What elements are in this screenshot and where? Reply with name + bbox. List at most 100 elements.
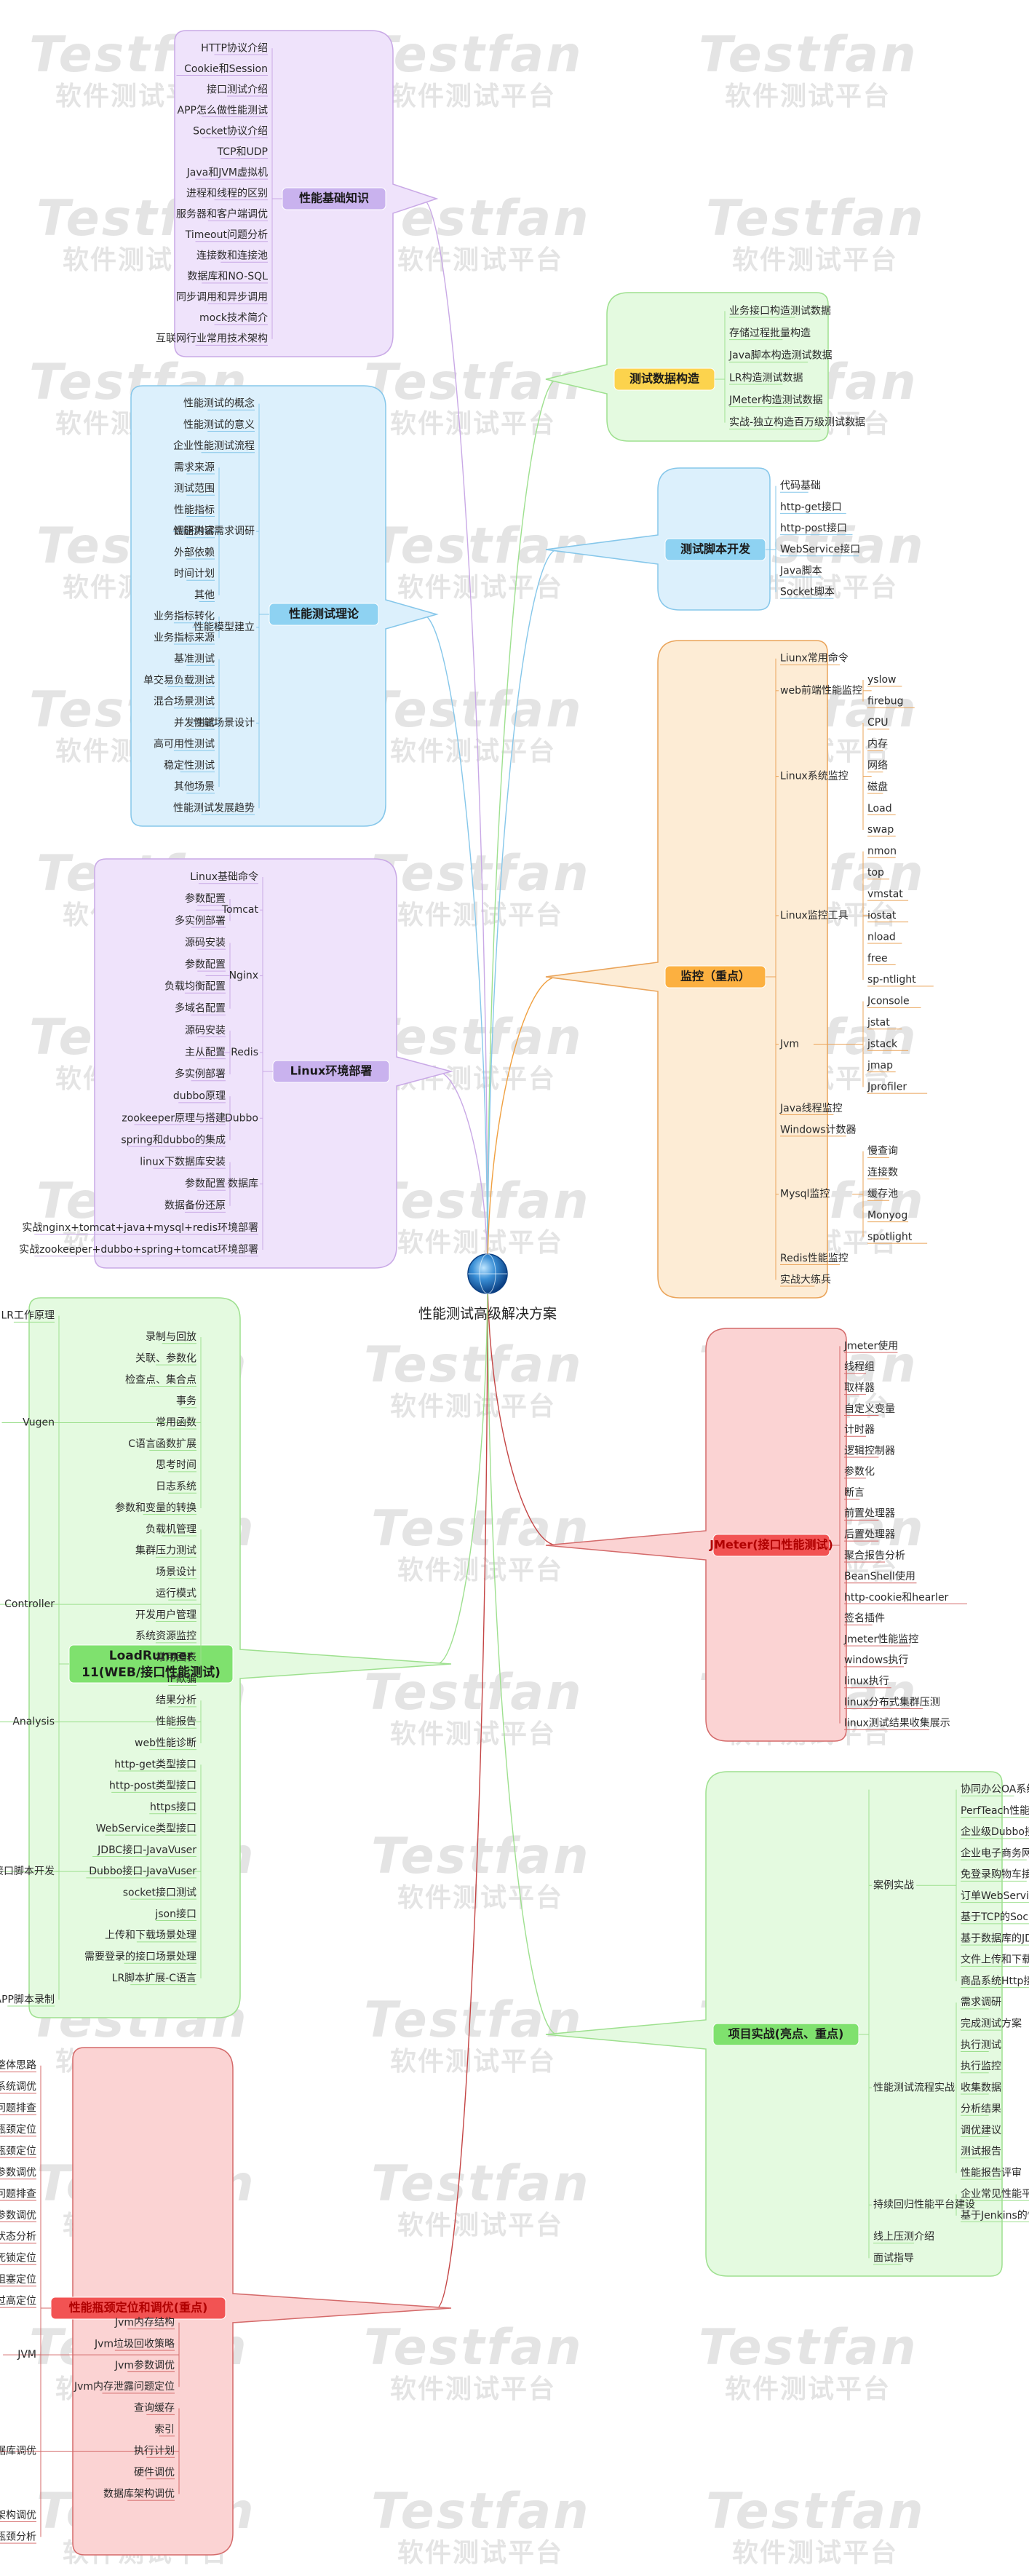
topic-item[interactable]: 时间计划 [174, 568, 215, 580]
topic-item[interactable]: Jmeter使用 [843, 1339, 898, 1352]
topic-item[interactable]: 需要登录的接口场景处理 [84, 1951, 196, 1963]
topic-item[interactable]: 接口测试介绍 [207, 83, 268, 95]
topic-item[interactable]: 常用图表 [156, 1652, 196, 1664]
topic-item[interactable]: Java线程死锁定位 [0, 2253, 36, 2264]
topic-item[interactable]: 慢查询 [867, 1145, 898, 1157]
topic-item[interactable]: 应用程序架构调优 [0, 2509, 36, 2521]
topic-item[interactable]: 后置处理器 [844, 1529, 895, 1541]
topic-item[interactable]: windows执行 [844, 1654, 908, 1666]
topic-item[interactable]: sp-ntlight [867, 974, 916, 986]
branch-title[interactable]: 性能测试理论 [289, 607, 359, 621]
topic-item[interactable]: 混合场景测试 [154, 696, 215, 708]
topic-item[interactable]: Redis性能监控 [780, 1253, 849, 1264]
topic-item[interactable]: 事务 [176, 1395, 196, 1407]
topic-item[interactable]: 多域名配置 [175, 1002, 226, 1015]
topic-item[interactable]: 执行计划 [134, 2446, 175, 2457]
topic-group-label[interactable]: 案例实战 [873, 1879, 914, 1891]
topic-item[interactable]: linux下数据库安装 [140, 1157, 226, 1168]
topic-item[interactable]: 需求来源 [174, 461, 215, 473]
topic-item[interactable]: 协同办公OA系统 [961, 1784, 1029, 1796]
topic-item[interactable]: firebug [867, 696, 904, 708]
topic-item[interactable]: 分析结果 [961, 2104, 1001, 2115]
topic-item[interactable]: Monyog [867, 1210, 907, 1221]
branch-title[interactable]: JMeter(接口性能测试) [709, 1538, 833, 1552]
topic-item[interactable]: yslow [867, 674, 896, 686]
topic-item[interactable]: Linux下CPU过高定位 [0, 2295, 36, 2307]
topic-item[interactable]: 计时器 [844, 1424, 875, 1436]
topic-item[interactable]: free [867, 953, 888, 964]
topic-item[interactable]: 自定义变量 [844, 1403, 895, 1415]
topic-item[interactable]: 场景设计 [156, 1566, 196, 1578]
topic-group-label[interactable]: 性能测试流程实战 [873, 2082, 955, 2093]
topic-item[interactable]: 基于Jenkins的性能回归平台搭建 [961, 2209, 1029, 2222]
topic-item[interactable]: 常用函数 [156, 1417, 196, 1429]
topic-group-label[interactable]: JVM [17, 2349, 36, 2361]
topic-item[interactable]: 基准测试 [174, 653, 215, 665]
topic-item[interactable]: iostat [867, 910, 897, 922]
topic-item[interactable]: 数据库和NO-SQL [187, 271, 268, 282]
topic-item[interactable]: JDBC接口-JavaVuser [97, 1844, 196, 1856]
topic-item[interactable]: Linux基础命令 [190, 871, 258, 883]
topic-item[interactable]: 代码基础 [780, 480, 821, 492]
topic-item[interactable]: 运行模式 [156, 1588, 196, 1599]
topic-item[interactable]: Linux操作系统调优 [0, 2081, 36, 2093]
topic-item[interactable]: 外部依赖 [174, 547, 215, 558]
topic-item[interactable]: 同步调用和异步调用 [176, 292, 268, 304]
topic-item[interactable]: 关联、参数化 [135, 1352, 196, 1364]
topic-item[interactable]: 性能报告评审 [961, 2167, 1022, 2179]
topic-item[interactable]: Jprofiler [867, 1081, 907, 1093]
topic-item[interactable]: 进程和线程的区别 [186, 188, 268, 199]
topic-item[interactable]: 企业电子商务网站系统 [961, 1847, 1029, 1859]
topic-item[interactable]: 面试指导 [873, 2252, 914, 2264]
branch-title[interactable]: 性能瓶颈定位和调优(重点) [69, 2301, 208, 2315]
topic-item[interactable]: PerfTeach性能项目(约15个接口实战) [961, 1804, 1029, 1817]
topic-item[interactable]: 调优建议 [961, 2125, 1001, 2136]
topic-item[interactable]: http-cookie和hearler [844, 1592, 949, 1604]
topic-item[interactable]: spring和dubbo的集成 [121, 1133, 226, 1146]
topic-item[interactable]: linux测试结果收集展示 [844, 1717, 950, 1729]
topic-item[interactable]: LR工作原理 [1, 1310, 55, 1322]
topic-item[interactable]: 连接数和连接池 [196, 250, 268, 262]
topic-item[interactable]: CPU [867, 717, 888, 729]
topic-item[interactable]: spotlight [867, 1231, 913, 1243]
topic-group-label[interactable]: 性能场景设计 [194, 717, 255, 729]
topic-item[interactable]: 实战-独立构造百万级测试数据 [729, 417, 865, 429]
topic-item[interactable]: 查询缓存 [134, 2403, 175, 2414]
topic-item[interactable]: Java线程状态分析 [0, 2231, 36, 2243]
topic-item[interactable]: Java脚本构造测试数据 [728, 350, 833, 362]
branch-title[interactable]: 11(WEB/接口性能测试) [82, 1665, 220, 1680]
topic-item[interactable]: 高可用性测试 [154, 738, 215, 750]
topic-item[interactable]: 日志系统 [156, 1481, 196, 1493]
branch-title[interactable]: 性能基础知识 [299, 191, 369, 205]
topic-item[interactable]: Dubbo接口-JavaVuser [89, 1865, 196, 1877]
topic-item[interactable]: 实战nginx+tomcat+java+mysql+redis环境部署 [22, 1222, 258, 1234]
topic-item[interactable]: Java和JVM虚拟机 [186, 167, 268, 178]
topic-group-label[interactable]: Jvm [779, 1039, 799, 1050]
topic-item[interactable]: 基于TCP的Socket接口实战 [961, 1911, 1029, 1923]
topic-group-label[interactable]: 接口脚本开发 [0, 1865, 55, 1877]
topic-group-label[interactable]: Controller [4, 1598, 55, 1610]
topic-item[interactable]: 线程组 [844, 1361, 875, 1373]
topic-item[interactable]: LR脚本扩展-C语言 [112, 1973, 196, 1984]
branch-title[interactable]: 测试脚本开发 [680, 542, 751, 556]
topic-item[interactable]: 网络瓶颈定位 [0, 2124, 36, 2136]
topic-item[interactable]: 取样器 [844, 1382, 875, 1394]
topic-item[interactable]: 性能定位整体思路 [0, 2060, 36, 2072]
branch-title[interactable]: 项目实战(亮点、重点) [728, 2027, 844, 2041]
topic-item[interactable]: mock技术简介 [199, 312, 268, 324]
topic-item[interactable]: 多实例部署 [175, 1068, 226, 1080]
topic-item[interactable]: 源码安装 [185, 1025, 226, 1037]
topic-group-label[interactable]: Tomcat [221, 904, 259, 916]
topic-item[interactable]: 连接数 [867, 1166, 898, 1178]
topic-item[interactable]: 上传和下载场景处理 [105, 1930, 196, 1941]
topic-item[interactable]: Socket脚本 [780, 586, 835, 598]
topic-item[interactable]: Linux内核参数调优 [0, 2166, 36, 2179]
topic-item[interactable]: 性能测试的概念 [183, 397, 255, 410]
topic-item[interactable]: 业务接口构造测试数据 [729, 304, 831, 317]
topic-item[interactable]: 断言 [844, 1487, 865, 1499]
topic-item[interactable]: Windows计数器 [780, 1124, 857, 1136]
topic-item[interactable]: Liunx常用命令 [780, 652, 849, 665]
branch-title[interactable]: Linux环境部署 [290, 1064, 373, 1078]
topic-item[interactable]: linux分布式集群压测 [844, 1696, 940, 1708]
topic-group-label[interactable]: 性能模型建立 [194, 622, 255, 633]
